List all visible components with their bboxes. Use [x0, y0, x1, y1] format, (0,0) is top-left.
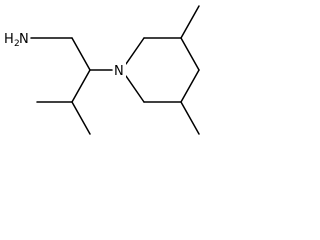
amine-hydrogen-count: 2	[14, 39, 20, 49]
amine-group-label: H 2 N	[4, 32, 29, 49]
molecule-structure-diagram: H 2 N N	[4, 5, 200, 135]
bond-c5-methyl	[180, 101, 200, 135]
bond-ch2-ch	[71, 37, 91, 71]
bond-ch-isopropyl	[71, 69, 91, 103]
ring-nitrogen-label: N	[114, 64, 124, 79]
bond-ring-c3-c4	[180, 37, 200, 71]
ring-nitrogen-group: N	[113, 62, 126, 79]
bond-ring-c6-n	[125, 75, 145, 103]
bond-isopropyl-methyl-down	[71, 101, 91, 135]
amine-nitrogen-label: N	[19, 32, 29, 47]
bond-c3-methyl	[180, 5, 200, 39]
bond-ring-n-c2	[125, 37, 145, 65]
bond-lines	[30, 5, 200, 135]
amine-hydrogen-label: H	[4, 32, 14, 47]
bond-ring-c4-c5	[180, 69, 200, 103]
ring-nitrogen-background	[113, 62, 126, 78]
